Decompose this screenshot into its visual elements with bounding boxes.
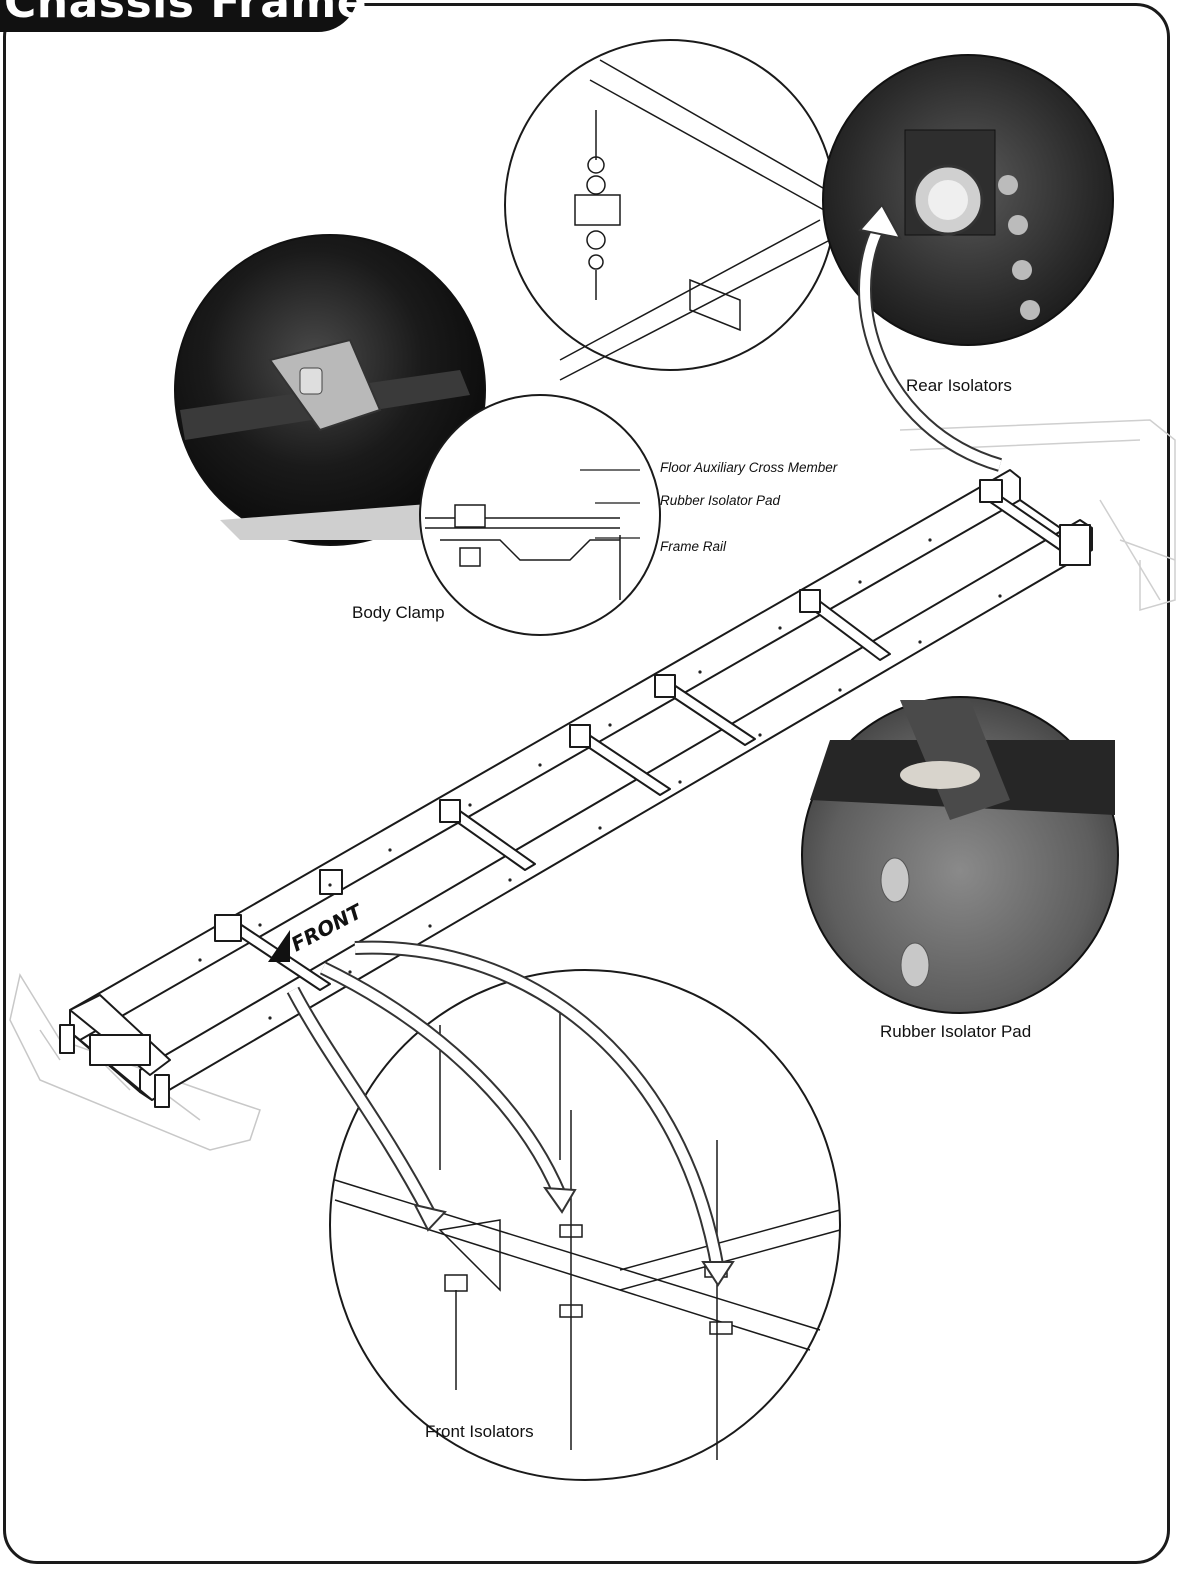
chassis-frame [59, 469, 1093, 1108]
title-tab [0, 0, 358, 32]
front-isolators-diagram [329, 969, 841, 1481]
callout-rubber-isolator-pad: Rubber Isolator Pad [660, 493, 781, 508]
page-title: Chassis Frame [4, 0, 368, 28]
front-isolator-arrows [286, 940, 725, 1272]
label-front-isolators: Front Isolators [425, 1422, 534, 1441]
rubber-isolator-pad-photo [801, 696, 1119, 1014]
body-clamp-photo [174, 234, 486, 546]
page-border [3, 3, 1170, 1564]
callout-floor-aux-cross-member: Floor Auxiliary Cross Member [660, 460, 838, 475]
rear-isolators-photo [822, 54, 1114, 346]
label-body-clamp: Body Clamp [352, 603, 445, 622]
body-clamp-diagram [419, 394, 661, 636]
rear-arrow [860, 222, 1002, 470]
front-arrow-icon [268, 930, 290, 962]
label-rubber-isolator-pad: Rubber Isolator Pad [880, 1022, 1032, 1041]
rivet-holes [198, 538, 1002, 1020]
rear-isolator-diagram [504, 39, 871, 381]
callout-frame-rail: Frame Rail [660, 539, 727, 554]
label-rear-isolators: Rear Isolators [906, 376, 1012, 395]
